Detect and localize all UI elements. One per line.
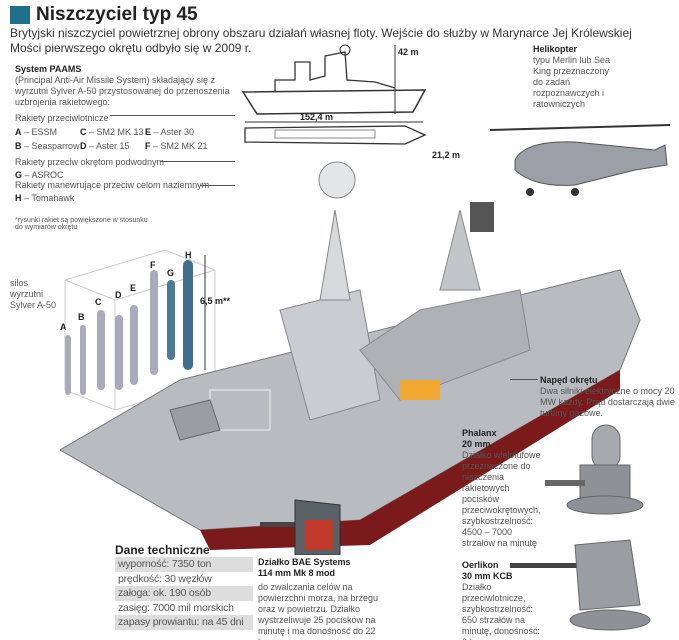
logo-icon [10, 6, 30, 24]
oerlikon-drawing [510, 539, 651, 631]
length-label: 152,4 m [300, 112, 334, 122]
missile-letter: G [167, 268, 175, 278]
legend-item: G – ASROC [15, 170, 64, 180]
helicopter-drawing [489, 124, 671, 196]
silo-label: silos wyrzutni Sylver A-50 [10, 278, 57, 310]
group-label: Rakiety manewrujące przeciw celom naziem… [15, 180, 210, 190]
propulsion-desc: Dwa silniki elektryczne o mocy 20 MW każ… [540, 386, 675, 418]
missile-letter: B [78, 312, 85, 322]
paams-desc: (Principal Anti-Air Missile System) skła… [15, 75, 230, 107]
propulsion-callout: Napęd okrętu Dwa silniki elektryczne o m… [540, 375, 675, 419]
page-title: Niszczyciel typ 45 [36, 4, 198, 25]
legend-item: C – SM2 MK 13 [80, 127, 144, 137]
gun-desc: do zwalczania celów na powierzchni morza… [258, 582, 379, 640]
legend-item: B – Seasparrow [15, 141, 80, 151]
spec-row: załoga: ok. 190 osób [115, 586, 253, 601]
missile-letter: A [60, 322, 67, 332]
phalanx-title: Phalanx [462, 428, 497, 438]
gun-subtitle: 114 mm Mk 8 mod [258, 568, 336, 578]
group-label: Rakiety przeciw okrętom podwodnym [15, 157, 165, 167]
oerlikon-title: Oerlikon [462, 560, 499, 570]
missiles-drawing [64, 249, 216, 410]
phalanx-drawing [545, 424, 644, 515]
missile-letter: C [95, 297, 102, 307]
legend-item: E – Aster 30 [145, 127, 195, 137]
spec-row: zasięg: 7000 mil morskich [118, 601, 234, 614]
height-label: 42 m [398, 47, 419, 57]
helicopter-callout: Helikopter typu Merlin lub Sea King prze… [533, 44, 613, 110]
missile-height-label: 6,5 m** [200, 296, 231, 306]
specs-title: Dane techniczne [115, 543, 210, 557]
ship-profile-drawing [241, 44, 427, 145]
tech-specs: Dane techniczne wyporność: 7350 ton pręd… [115, 543, 253, 630]
missile-letter: F [150, 260, 156, 270]
anti-air-list: A – ESSM C – SM2 MK 13 E – Aster 30 B – … [15, 127, 230, 151]
phalanx-callout: Phalanx 20 mm Działko wielolufowe przezn… [462, 428, 542, 549]
helicopter-title: Helikopter [533, 44, 578, 54]
propulsion-title: Napęd okrętu [540, 375, 598, 385]
missile-letter: D [115, 290, 122, 300]
phalanx-subtitle: 20 mm [462, 439, 491, 449]
oerlikon-desc: Działko przeciwlotnicze, szybkostrzelnoś… [462, 582, 541, 640]
gun-cutaway-drawing [260, 499, 341, 555]
gun-callout: Działko BAE Systems 114 mm Mk 8 mod do z… [258, 557, 383, 640]
spec-row: prędkość: 30 węzłów [118, 572, 212, 585]
spec-row: wyporność: 7350 ton [115, 557, 253, 572]
paams-legend: System PAAMS (Principal Anti-Air Missile… [15, 64, 230, 231]
oerlikon-subtitle: 30 mm KCB [462, 571, 513, 581]
legend-item: H – Tomahawk [15, 193, 75, 203]
intro-text: Brytyjski niszczyciel powietrznej obrony… [10, 26, 632, 55]
legend-item: A – ESSM [15, 127, 58, 137]
gun-title: Działko BAE Systems [258, 557, 351, 567]
group-label: Rakiety przeciwlotnicze [15, 113, 109, 123]
legend-item: F – SM2 MK 21 [145, 141, 208, 151]
ship-illustration [60, 161, 641, 550]
beam-label: 21,2 m [432, 150, 461, 160]
helicopter-desc: typu Merlin lub Sea King przeznaczony do… [533, 55, 611, 109]
paams-title: System PAAMS [15, 64, 82, 74]
missile-letter: H [185, 250, 192, 260]
footnote: *rysunki rakiet są powiększone w stosunk… [15, 217, 148, 231]
spec-row: zapasy prowiantu: na 45 dni [115, 615, 253, 630]
oerlikon-callout: Oerlikon 30 mm KCB Działko przeciwlotnic… [462, 560, 542, 640]
phalanx-desc: Działko wielolufowe przeznaczone do nisz… [462, 450, 541, 548]
legend-item: D – Aster 15 [80, 141, 130, 151]
missile-letter: E [130, 283, 137, 293]
